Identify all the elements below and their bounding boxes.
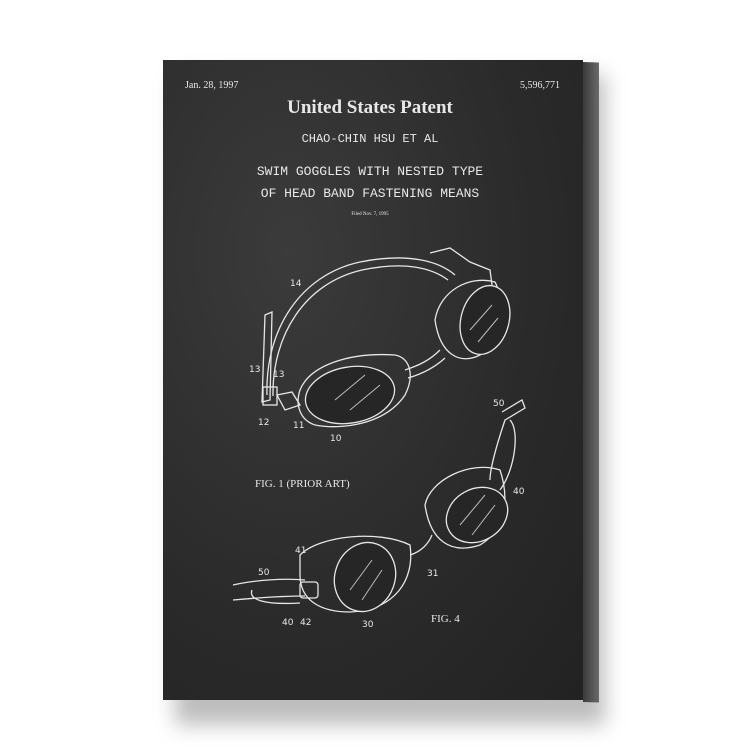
canvas-side-wrap	[583, 62, 599, 703]
fig4-label-42: 42	[300, 618, 311, 628]
fig1-label-12: 12	[258, 418, 269, 428]
patent-date: Jan. 28, 1997	[185, 80, 238, 91]
fig4-label-40a: 40	[513, 487, 525, 497]
patent-filed: Filed Nov. 7, 1995	[351, 212, 389, 217]
patent-inventor: CHAO-CHIN HSU ET AL	[302, 132, 439, 146]
fig4-label-31: 31	[427, 569, 438, 579]
canvas-print: Jan. 28, 1997 5,596,771 United States Pa…	[163, 60, 583, 700]
patent-artwork: Jan. 28, 1997 5,596,771 United States Pa…	[163, 60, 583, 700]
patent-title-line1: SWIM GOGGLES WITH NESTED TYPE	[257, 164, 483, 179]
fig4-label-50b: 50	[258, 568, 270, 578]
fig1-label-13a: 13	[249, 365, 260, 375]
fig1-caption: FIG. 1 (PRIOR ART)	[255, 478, 350, 490]
fig1-label-11: 11	[293, 421, 304, 431]
fig4-caption: FIG. 4	[431, 613, 460, 625]
fig1-label-13b: 13	[273, 370, 284, 380]
fig4-label-40b: 40	[282, 618, 294, 628]
fig4-goggles-drawing	[233, 400, 525, 620]
patent-heading: United States Patent	[287, 97, 453, 118]
fig4-label-30: 30	[362, 620, 374, 630]
fig1-goggles-drawing	[262, 248, 517, 430]
patent-number: 5,596,771	[520, 80, 560, 91]
fig4-label-41: 41	[295, 546, 306, 556]
fig1-label-10: 10	[330, 434, 342, 444]
fig4-label-50a: 50	[493, 399, 505, 409]
patent-title-line2: OF HEAD BAND FASTENING MEANS	[261, 186, 480, 201]
fig1-label-14: 14	[290, 279, 302, 289]
